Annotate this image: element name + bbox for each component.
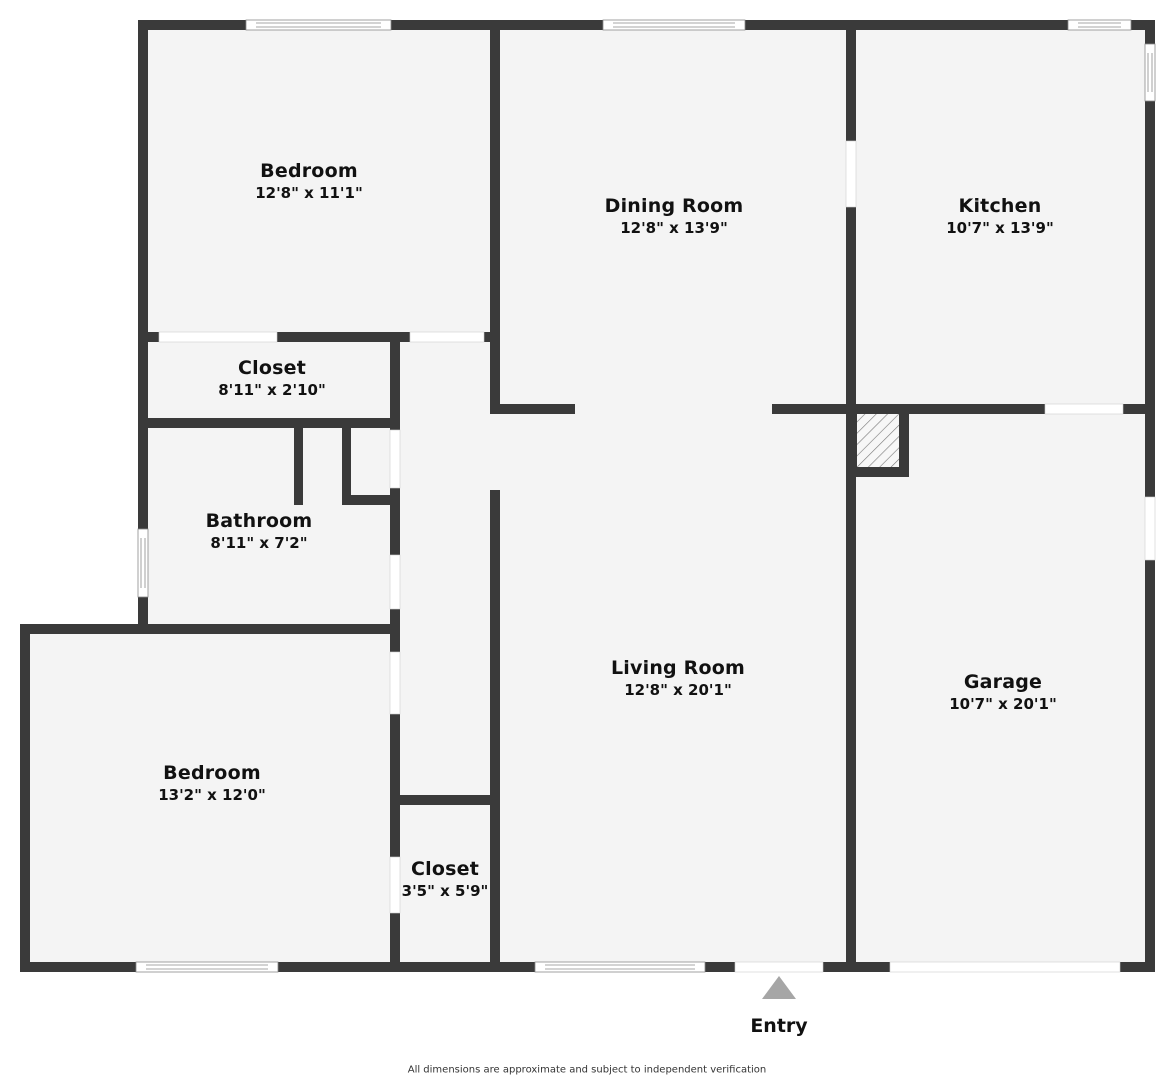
floor-areas [25,25,1153,967]
entry-label: Entry [750,1015,808,1037]
room-name: Bathroom [205,510,313,532]
triangle-up-icon [762,976,796,999]
chimney-hatch [857,414,899,467]
room-dimensions: 8'11" x 2'10" [218,381,326,399]
room-dimensions: 10'7" x 20'1" [949,695,1057,713]
room-name: Garage [963,671,1043,693]
room-name: Bedroom [163,762,261,784]
room-dimensions: 12'8" x 11'1" [255,184,363,202]
room-name: Closet [238,357,306,379]
room-label-closet-lower: Closet 3'5" x 5'9" [402,857,489,901]
room-name: Kitchen [958,195,1042,217]
room-dimensions: 12'8" x 20'1" [624,681,732,699]
room-label-bedroom-top: Bedroom 12'8" x 11'1" [255,159,363,203]
room-dimensions: 10'7" x 13'9" [946,219,1054,237]
room-label-bedroom-bottom: Bedroom 13'2" x 12'0" [158,761,266,805]
room-name: Dining Room [604,195,744,217]
room-name: Closet [411,858,479,880]
windows [135,19,1156,973]
room-name: Bedroom [260,160,358,182]
room-name: Living Room [611,657,745,679]
door-openings [158,140,1156,973]
room-dimensions: 3'5" x 5'9" [401,882,489,900]
room-label-living-room: Living Room 12'8" x 20'1" [611,656,745,700]
room-dimensions: 13'2" x 12'0" [158,786,266,804]
room-dimensions: 8'11" x 7'2" [210,534,308,552]
room-dimensions: 12'8" x 13'9" [620,219,728,237]
disclaimer-note: All dimensions are approximate and subje… [407,1064,767,1076]
room-label-bathroom: Bathroom 8'11" x 7'2" [206,509,313,553]
room-label-kitchen: Kitchen 10'7" x 13'9" [946,194,1054,238]
room-label-closet-upper: Closet 8'11" x 2'10" [218,356,326,400]
room-label-garage: Garage 10'7" x 20'1" [949,670,1057,714]
room-label-dining-room: Dining Room 12'8" x 13'9" [605,194,744,238]
